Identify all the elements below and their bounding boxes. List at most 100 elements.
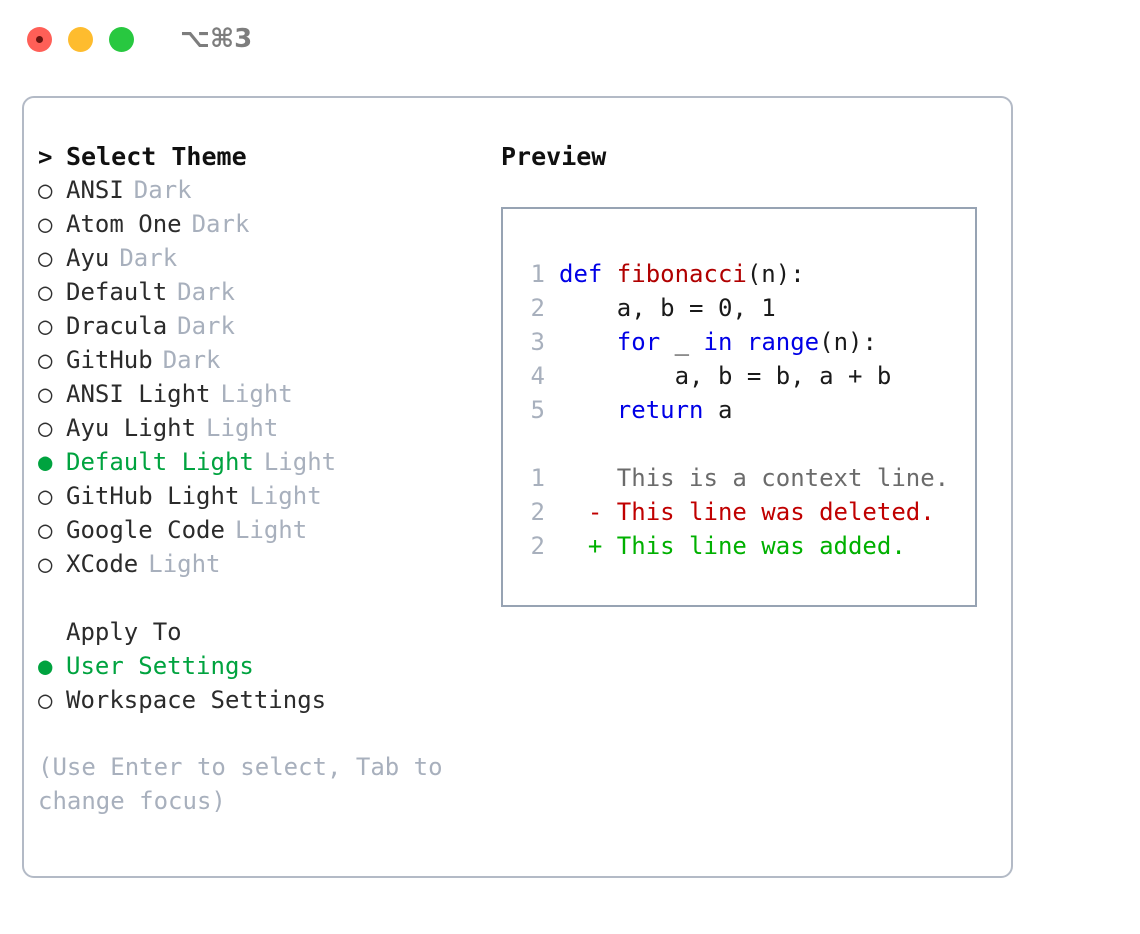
line-number: 3: [530, 328, 545, 356]
theme-list-item[interactable]: ○ GitHub Light Light: [38, 482, 488, 516]
code-token: fibonacci: [616, 260, 747, 288]
prompt-caret-icon: >: [38, 143, 53, 171]
theme-variant: Light: [220, 380, 293, 408]
code-token: def: [559, 260, 617, 288]
theme-name: GitHub Light: [66, 482, 240, 510]
code-line: 1 def fibonacci(n):: [517, 257, 891, 291]
theme-variant: Light: [249, 482, 322, 510]
theme-name: Google Code: [66, 516, 225, 544]
theme-list-item[interactable]: ○ Dracula Dark: [38, 312, 488, 346]
line-number: 2: [530, 498, 545, 526]
code-token: [732, 328, 746, 356]
apply-to-marker: [38, 618, 66, 646]
radio-unselected-icon[interactable]: ○: [38, 380, 53, 408]
theme-name: ANSI: [66, 176, 124, 204]
code-token: a: [703, 396, 733, 424]
theme-list-item[interactable]: ○ ANSI Light Light: [38, 380, 488, 414]
code-text: a, b = b, a + b: [559, 359, 892, 393]
theme-name: Atom One: [66, 210, 182, 238]
code-token: for: [616, 328, 661, 356]
code-line: 4 a, b = b, a + b: [517, 359, 892, 393]
radio-unselected-icon[interactable]: ○: [38, 550, 53, 578]
titlebar: ⌥⌘3: [0, 0, 1140, 78]
diff-text: + This line was added.: [559, 532, 906, 560]
diff-line: 1 This is a context line.: [517, 461, 950, 495]
theme-variant: Dark: [162, 346, 221, 374]
code-token: [559, 328, 617, 356]
apply-to-option[interactable]: ○ Workspace Settings: [38, 686, 488, 720]
preview-title: Preview: [501, 142, 607, 171]
code-token: return: [616, 396, 704, 424]
radio-unselected-icon[interactable]: ○: [38, 312, 53, 340]
radio-unselected-icon[interactable]: ○: [38, 482, 53, 510]
code-token: in: [703, 328, 733, 356]
theme-list-item[interactable]: ○ GitHub Dark: [38, 346, 488, 380]
radio-selected-icon[interactable]: ●: [38, 448, 53, 476]
theme-variant: Dark: [177, 278, 235, 306]
theme-list-item[interactable]: ○ Atom One Dark: [38, 210, 488, 244]
code-token: range: [746, 328, 820, 356]
code-token: a, b = 0, 1: [559, 294, 776, 322]
radio-unselected-icon[interactable]: ○: [38, 346, 53, 374]
code-line: 5 return a: [517, 393, 891, 427]
theme-list-item[interactable]: ○ Ayu Light Light: [38, 414, 488, 448]
close-button[interactable]: [27, 26, 52, 52]
line-number: 2: [530, 294, 545, 322]
apply-to-options: ● User Settings ○ Workspace Settings: [38, 652, 488, 720]
diff-sample: 1 This is a context line.2 - This line w…: [517, 461, 950, 563]
radio-unselected-icon[interactable]: ○: [38, 210, 53, 238]
keyboard-hint: (Use Enter to select, Tab to change focu…: [38, 753, 443, 815]
theme-name: ANSI Light: [66, 380, 211, 408]
radio-unselected-icon[interactable]: ○: [38, 686, 53, 714]
theme-variant: Light: [234, 516, 308, 544]
theme-name: Dracula: [66, 312, 168, 340]
code-token: (n):: [819, 328, 877, 356]
line-number: 5: [530, 396, 545, 424]
diff-text: - This line was deleted.: [559, 498, 935, 526]
theme-list-item[interactable]: ○ Google Code Light: [38, 516, 488, 550]
code-text: return a: [559, 393, 733, 427]
code-line: 2 a, b = 0, 1: [517, 291, 891, 325]
radio-unselected-icon[interactable]: ○: [38, 278, 53, 306]
code-token: _: [660, 328, 704, 356]
diff-line: 2 + This line was added.: [517, 529, 949, 563]
theme-variant: Light: [206, 414, 279, 442]
radio-unselected-icon[interactable]: ○: [38, 414, 53, 442]
line-number: 1: [530, 260, 545, 288]
code-text: def fibonacci(n):: [559, 257, 805, 291]
radio-selected-icon[interactable]: ●: [38, 652, 53, 680]
line-number: 1: [530, 464, 545, 492]
minimize-button[interactable]: [68, 26, 93, 52]
maximize-button[interactable]: [109, 26, 134, 52]
theme-name: Ayu: [66, 244, 110, 272]
apply-to-option-label: User Settings: [66, 652, 254, 680]
select-theme-header: > Select Theme: [38, 142, 488, 176]
theme-variant: Dark: [177, 312, 235, 340]
select-theme-header-label: Select Theme: [66, 142, 247, 171]
theme-name: Ayu Light: [66, 414, 197, 442]
diff-line: 2 - This line was deleted.: [517, 495, 949, 529]
apply-to-option[interactable]: ● User Settings: [38, 652, 488, 686]
apply-to-option-label: Workspace Settings: [66, 686, 327, 714]
theme-name: Default: [66, 278, 168, 306]
theme-list-item[interactable]: ○ Default Dark: [38, 278, 488, 312]
radio-unselected-icon[interactable]: ○: [38, 516, 53, 544]
keyboard-shortcut-label: ⌥⌘3: [180, 24, 253, 54]
code-token: a, b = b, a + b: [559, 362, 892, 390]
theme-variant: Dark: [191, 210, 250, 238]
apply-to-header: Apply To: [38, 618, 488, 652]
spacer: [38, 584, 488, 618]
code-text: a, b = 0, 1: [559, 291, 776, 325]
code-text: for _ in range(n):: [559, 325, 877, 359]
radio-unselected-icon[interactable]: ○: [38, 244, 53, 272]
theme-name: GitHub: [66, 346, 153, 374]
radio-unselected-icon[interactable]: ○: [38, 176, 53, 204]
